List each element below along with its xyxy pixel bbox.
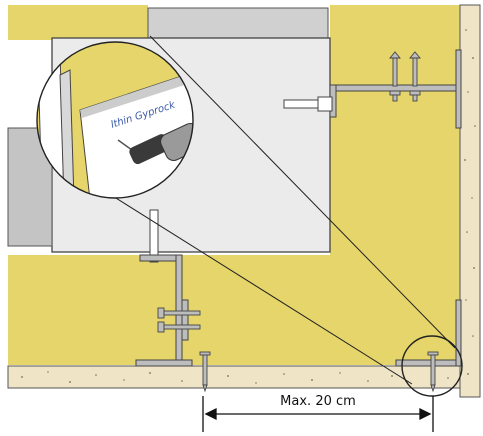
magnifier-tangent-lower xyxy=(91,182,413,385)
concrete-floor-specks xyxy=(21,371,449,384)
upper-screw-1-icon xyxy=(389,51,401,102)
grey-panel-top xyxy=(147,7,329,43)
concrete-wall-right xyxy=(459,4,481,398)
stud-screws-icon xyxy=(157,307,201,333)
wall-track-upper xyxy=(455,49,462,129)
floor-screw-right-icon xyxy=(427,351,439,393)
upper-screw-2-icon xyxy=(409,51,421,102)
dimension-label-bg xyxy=(262,393,374,409)
detail-circle-small xyxy=(401,335,463,397)
board-left-top xyxy=(8,5,148,40)
magnifier-tangent-upper xyxy=(149,35,456,349)
dimension-label: Max. 20 cm xyxy=(280,394,356,409)
lower-stud xyxy=(135,209,193,367)
corner-bracket xyxy=(395,359,457,367)
dimension-line xyxy=(202,396,434,432)
magnifier-circle-outline xyxy=(36,41,194,199)
floor-screw-left-icon xyxy=(199,351,211,393)
board-lower xyxy=(8,255,460,365)
concrete-wall-specks xyxy=(464,29,476,375)
concrete-floor xyxy=(7,365,461,389)
wall-track-lower xyxy=(455,299,462,367)
